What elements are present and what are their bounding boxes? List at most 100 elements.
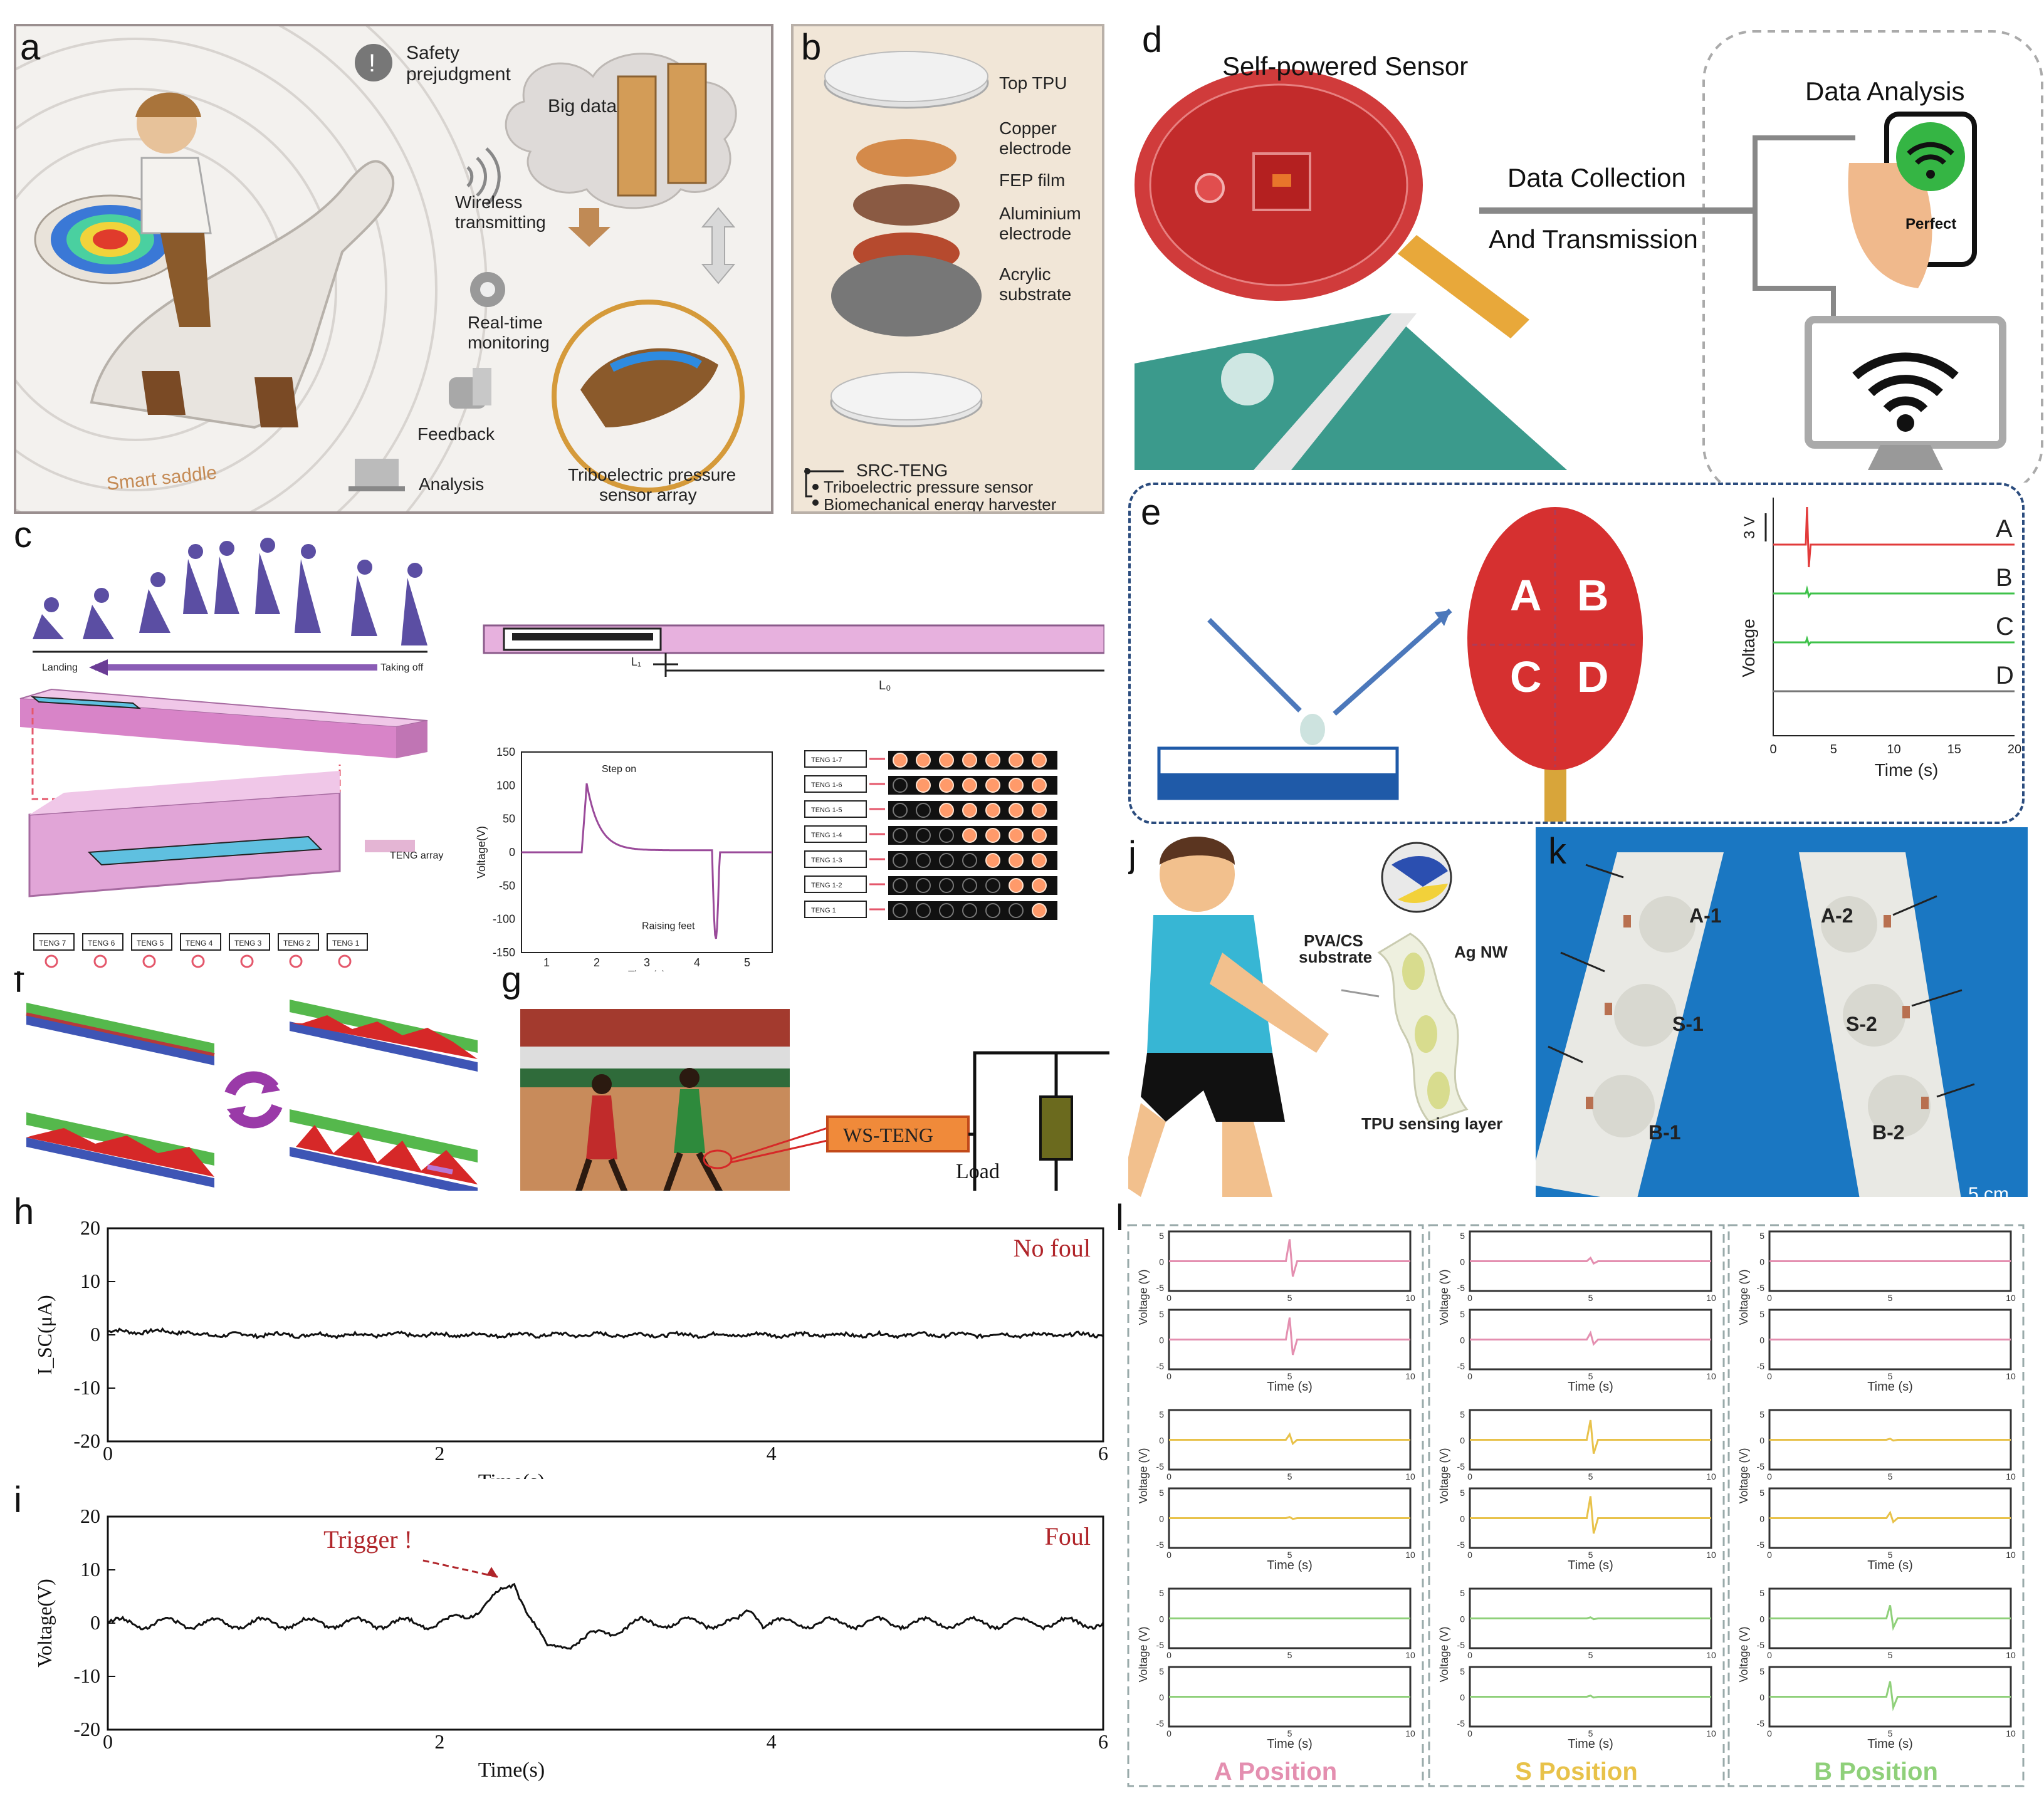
mini-x-tick: 0 [1767,1293,1772,1303]
mini-x-tick: 10 [2006,1650,2016,1660]
mini-x-tick: 5 [1287,1371,1292,1381]
led-dot [916,878,931,893]
load-label: Load [956,1160,1000,1183]
x-axis-label: Time (s) [1875,760,1939,780]
mini-x-tick: 10 [2006,1728,2016,1738]
trigger-arrow [422,1559,498,1578]
mini-y-tick: 0 [1460,1693,1465,1703]
mini-x-tick: 0 [1166,1471,1171,1481]
mini-x-tick: 0 [1467,1293,1472,1303]
teng-row-box [804,901,867,918]
led-dot [962,778,977,793]
x-axis-label: Time(s) [628,969,666,971]
mini-x-tick: 10 [1405,1293,1415,1303]
svg-text:monitoring: monitoring [468,333,550,352]
load-resistor [1039,1095,1073,1161]
mini-y-tick: -5 [1156,1361,1165,1371]
mini-y-tick: 0 [1759,1436,1764,1446]
volleyball-icon [1381,842,1452,913]
x-tick-label: 4 [767,1730,777,1753]
y-tick-label: 10 [80,1270,100,1292]
mini-x-label: Time (s) [1867,1559,1913,1572]
mini-y-tick: 5 [1460,1309,1465,1319]
mini-y-tick: 0 [1460,1514,1465,1524]
led-dot [1032,853,1047,868]
mini-y-tick: -5 [1757,1718,1765,1728]
insole-side [483,624,1104,677]
safety-icon: ! [355,44,392,81]
led-dot [916,753,931,768]
panel-d: Self-powered Sensor Data Collection And … [1128,19,2043,483]
mini-y-tick: 0 [1159,1436,1164,1446]
mini-y-tick: 5 [1159,1666,1164,1676]
mini-y-label: Voltage (V) [1438,1448,1450,1503]
x-tick-label: 5 [1830,743,1837,756]
svg-text:electrode: electrode [999,138,1071,158]
panel-c-label: c [14,520,32,555]
x-tick-label: 15 [1947,743,1961,756]
race-photo [520,1009,790,1203]
y-axis-label: Voltage(V) [33,1579,56,1668]
mini-x-tick: 0 [1467,1371,1472,1381]
insole-3d [19,688,428,758]
l1-label: L₁ [631,656,641,668]
mini-x-tick: 10 [1405,1650,1415,1660]
mini-y-tick: -5 [1156,1540,1165,1550]
quadrant-d: D [1577,652,1609,701]
phone: Perfect [1848,112,1977,288]
y-tick-label: 10 [80,1558,100,1580]
led-dot [893,778,908,793]
y-tick-label: -10 [73,1376,100,1399]
teng-row-label: TENG 1 [811,907,836,914]
mini-y-tick: 5 [1759,1409,1764,1419]
panel-j-graphic: PVA/CS substrate Ag NW TPU sensing layer [1128,837,1508,1197]
mini-y-tick: -5 [1457,1361,1465,1371]
led-dot [1032,778,1047,793]
mini-x-tick: 0 [1467,1471,1472,1481]
label-a1: A-1 [1689,904,1722,927]
role-1: Biomechanical energy harvester [824,495,1057,514]
trace [107,1582,1104,1650]
mini-x-tick: 0 [1767,1371,1772,1381]
led-icon [240,954,254,968]
led-dot [893,803,908,818]
mini-trace [1470,1616,1711,1621]
series-label: B [1996,564,2013,592]
led-dot [962,853,977,868]
mini-trace [1470,1330,1711,1346]
series-B [1773,585,2015,598]
mini-y-tick: 0 [1460,1436,1465,1446]
annotation: No foul [1014,1234,1091,1262]
led-dot [916,828,931,843]
series-label: C [1996,613,2014,640]
mini-x-label: Time (s) [1267,1559,1313,1572]
y-tick-label: -100 [493,913,515,926]
mini-y-tick: 0 [1759,1257,1764,1267]
analysis-frame [1702,30,2043,483]
led-icon [142,954,156,968]
svg-text:substrate: substrate [999,285,1071,304]
role-0: Triboelectric pressure sensor [824,478,1034,496]
mini-y-tick: 5 [1460,1409,1465,1419]
mini-y-tick: -5 [1156,1461,1165,1471]
led-dot [962,828,977,843]
panel-e-label: e [1141,492,1161,533]
mini-x-tick: 0 [1166,1371,1171,1381]
led-dot [939,778,954,793]
mini-x-tick: 5 [1888,1371,1893,1381]
mini-x-tick: 5 [1888,1471,1893,1481]
led-dot [916,853,931,868]
panel-a-graphic: Smart saddle ! Safety prejudgment Big da… [16,26,745,511]
mini-y-tick: -5 [1457,1640,1465,1650]
panel-b-label: b [801,27,822,68]
svg-text:!: ! [369,50,375,77]
led-dot [1009,878,1024,893]
mini-x-tick: 10 [1706,1293,1716,1303]
mini-y-label: Voltage (V) [1737,1626,1750,1682]
mini-x-tick: 10 [1405,1550,1415,1560]
led-dot [1009,903,1024,918]
svg-text:Aluminium: Aluminium [999,204,1081,223]
